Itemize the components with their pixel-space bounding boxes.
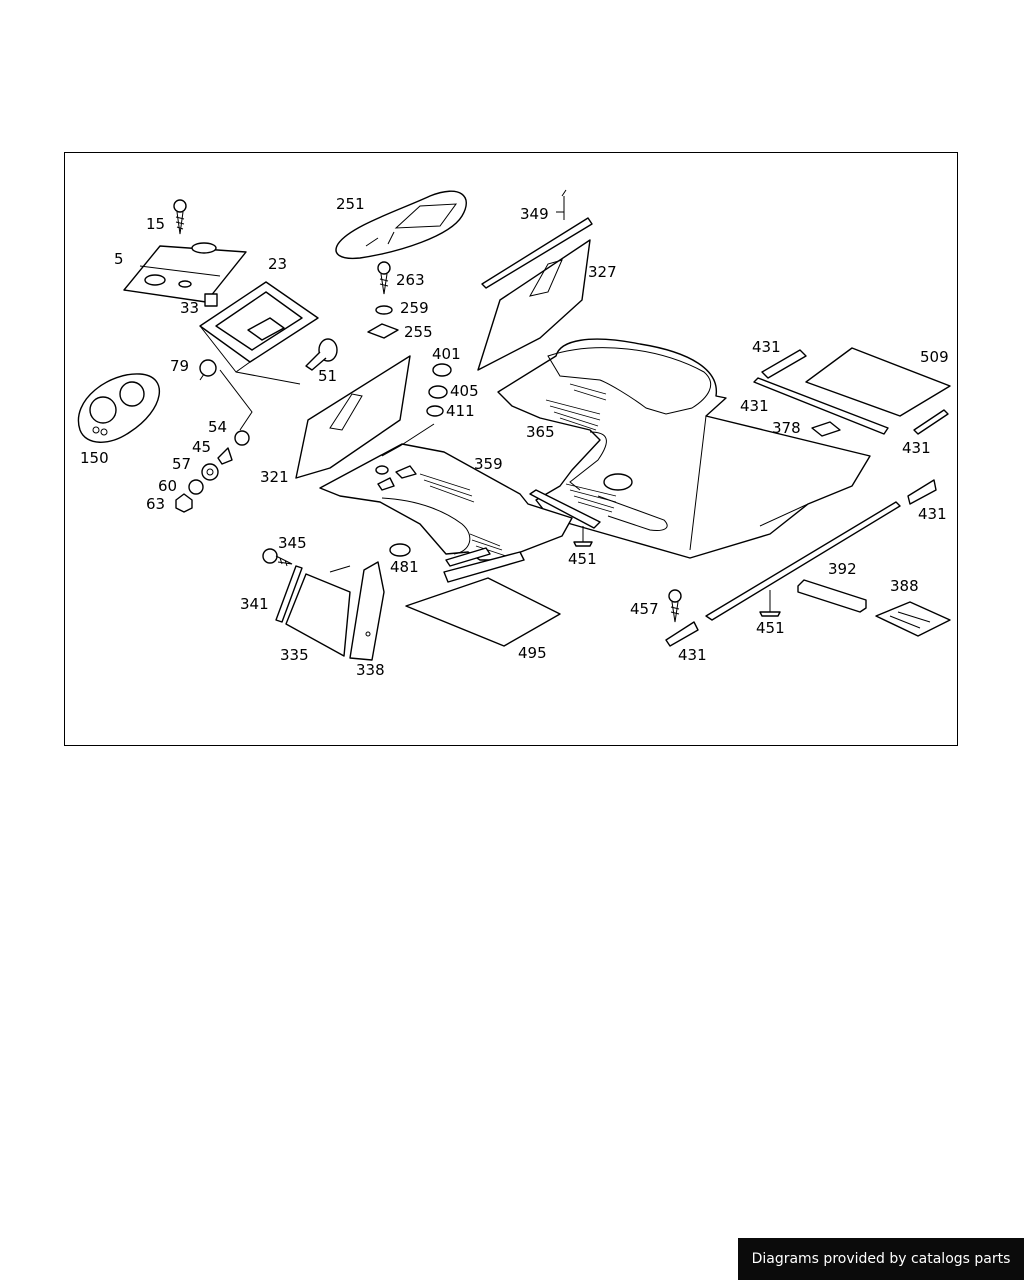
part-79-knob — [199, 359, 217, 381]
callout-495: 495 — [518, 644, 547, 662]
part-sill-strips — [443, 489, 601, 583]
callout-349: 349 — [520, 205, 549, 223]
part-5-panel — [123, 242, 247, 303]
part-small-hardware — [175, 369, 253, 513]
part-15-screw — [173, 199, 187, 235]
callout-327: 327 — [588, 263, 617, 281]
part-481-plug — [389, 543, 411, 557]
callout-63: 63 — [146, 495, 165, 513]
part-263-259-255-fasteners — [367, 261, 399, 339]
callout-259: 259 — [400, 299, 429, 317]
part-457-screw — [668, 589, 682, 623]
part-251-vent — [335, 190, 467, 260]
callout-481: 481 — [390, 558, 419, 576]
callout-33: 33 — [180, 299, 199, 317]
callout-345: 345 — [278, 534, 307, 552]
part-388-plate — [875, 601, 951, 637]
callout-335: 335 — [280, 646, 309, 664]
callout-457: 457 — [630, 600, 659, 618]
callout-60: 60 — [158, 477, 177, 495]
part-431-509-right-trim — [665, 347, 951, 647]
part-401-405-411-grommets — [426, 363, 452, 417]
part-23-glovebox — [199, 281, 319, 385]
callout-378: 378 — [772, 419, 801, 437]
diagram-frame — [64, 152, 958, 746]
part-359-front-floor — [319, 423, 573, 561]
callout-431-mid: 431 — [740, 397, 769, 415]
callout-45: 45 — [192, 438, 211, 456]
callout-431-right: 431 — [902, 439, 931, 457]
callout-451-left: 451 — [568, 550, 597, 568]
callout-15: 15 — [146, 215, 165, 233]
callout-5: 5 — [114, 250, 124, 268]
callout-411: 411 — [446, 402, 475, 420]
callout-365: 365 — [526, 423, 555, 441]
callout-263: 263 — [396, 271, 425, 289]
callout-54: 54 — [208, 418, 227, 436]
part-33-clip — [204, 293, 218, 307]
part-341-335-338-kick-panels — [275, 561, 385, 661]
callout-405: 405 — [450, 382, 479, 400]
callout-255: 255 — [404, 323, 433, 341]
part-495-mat — [405, 577, 561, 647]
callout-388: 388 — [890, 577, 919, 595]
callout-321: 321 — [260, 468, 289, 486]
callout-251: 251 — [336, 195, 365, 213]
callout-23: 23 — [268, 255, 287, 273]
part-365-floor-pan — [497, 338, 871, 559]
callout-392: 392 — [828, 560, 857, 578]
callout-57: 57 — [172, 455, 191, 473]
part-349-clip — [556, 189, 567, 220]
callout-51: 51 — [318, 367, 337, 385]
callout-150: 150 — [80, 449, 109, 467]
callout-79: 79 — [170, 357, 189, 375]
callout-341: 341 — [240, 595, 269, 613]
part-51-bolt — [305, 338, 338, 371]
callout-401: 401 — [432, 345, 461, 363]
callout-359: 359 — [474, 455, 503, 473]
callout-338: 338 — [356, 661, 385, 679]
part-345-screw — [262, 548, 293, 567]
part-392-bar — [797, 579, 867, 613]
callout-431-top: 431 — [752, 338, 781, 356]
part-327-side-panel — [477, 217, 593, 371]
part-321-side-panel — [295, 355, 411, 479]
diagram-credit-banner: Diagrams provided by catalogs parts — [738, 1238, 1024, 1280]
callout-labels: 15 5 23 33 79 51 150 54 45 57 60 63 251 … — [80, 195, 949, 679]
callout-431-lower-right: 431 — [918, 505, 947, 523]
callout-451-right: 451 — [756, 619, 785, 637]
callout-431-bottom: 431 — [678, 646, 707, 664]
part-451-clips — [573, 526, 781, 617]
part-150-bezel — [77, 373, 161, 443]
callout-509: 509 — [920, 348, 949, 366]
